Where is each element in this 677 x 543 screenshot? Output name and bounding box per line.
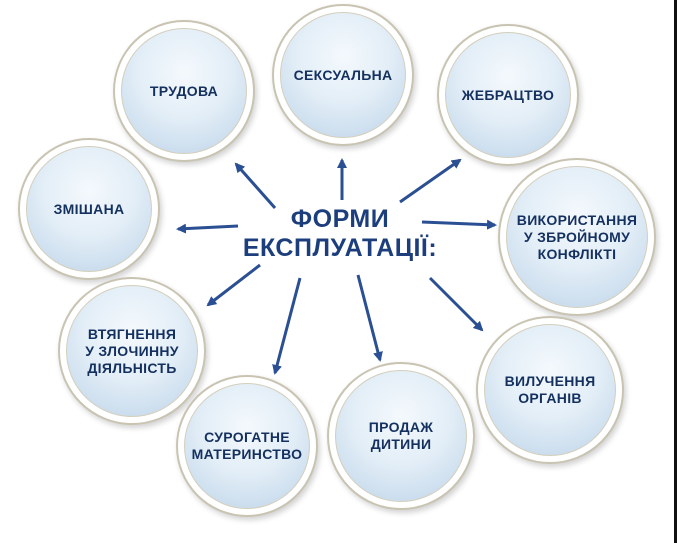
bubble-zmishana: ЗМІШАНА — [18, 138, 160, 280]
bubble-vykorystannia: ВИКОРИСТАННЯ У ЗБРОЙНОМУ КОНФЛІКТІ — [498, 158, 656, 316]
bubble-zhebratstvo: ЖЕБРАЦТВО — [437, 24, 579, 166]
bubble-zmishana-disc: ЗМІШАНА — [26, 146, 152, 272]
label-zhebratstvo: ЖЕБРАЦТВО — [461, 86, 555, 103]
bubble-vyluchennia: ВИЛУЧЕННЯ ОРГАНІВ — [476, 316, 624, 464]
bubble-prodazh-disc: ПРОДАЖ ДИТИНИ — [335, 370, 467, 502]
label-seksualna: СЕКСУАЛЬНА — [293, 66, 393, 83]
bubble-zhebratstvo-disc: ЖЕБРАЦТВО — [445, 32, 571, 158]
arrow-surohatne — [272, 277, 302, 375]
arrow-vtiahnennia — [206, 263, 261, 307]
bubble-vtiahnennia-disc: ВТЯГНЕННЯ У ЗЛОЧИННУ ДІЯЛЬНІСТЬ — [66, 285, 198, 417]
arrow-vykorystannia — [421, 219, 497, 230]
label-vtiahnennia: ВТЯГНЕННЯ У ЗЛОЧИННУ ДІЯЛЬНІСТЬ — [85, 325, 179, 376]
arrow-zhebratstvo — [399, 158, 462, 204]
center-title-line1: ФОРМИ — [290, 205, 390, 233]
arrow-zmishana — [176, 223, 239, 234]
center-title-line2: ЕКСПЛУАТАЦІЇ: — [242, 234, 438, 262]
arrow-prodazh — [356, 274, 383, 362]
bubble-seksualna-disc: СЕКСУАЛЬНА — [280, 12, 406, 138]
right-edge-border — [674, 0, 677, 543]
bubble-prodazh: ПРОДАЖ ДИТИНИ — [327, 362, 475, 510]
bubble-vykorystannia-disc: ВИКОРИСТАННЯ У ЗБРОЙНОМУ КОНФЛІКТІ — [506, 166, 648, 308]
bubble-vyluchennia-disc: ВИЛУЧЕННЯ ОРГАНІВ — [484, 324, 616, 456]
label-trudova: ТРУДОВА — [149, 82, 219, 99]
bubble-vtiahnennia: ВТЯГНЕННЯ У ЗЛОЧИННУ ДІЯЛЬНІСТЬ — [58, 277, 206, 425]
bubble-seksualna: СЕКСУАЛЬНА — [272, 4, 414, 146]
label-zmishana: ЗМІШАНА — [53, 200, 125, 217]
label-prodazh: ПРОДАЖ ДИТИНИ — [368, 419, 434, 452]
label-surohatne: СУРОГАТНЕ МАТЕРИНСТВО — [191, 429, 303, 462]
bubble-surohatne: СУРОГАТНЕ МАТЕРИНСТВО — [176, 375, 318, 517]
arrow-vyluchennia — [428, 276, 484, 332]
bubble-trudova: ТРУДОВА — [113, 20, 255, 162]
label-vyluchennia: ВИЛУЧЕННЯ ОРГАНІВ — [504, 373, 596, 406]
center-title: ФОРМИ ЕКСПЛУАТАЦІЇ: — [230, 205, 450, 263]
label-vykorystannia: ВИКОРИСТАННЯ У ЗБРОЙНОМУ КОНФЛІКТІ — [516, 211, 638, 262]
bubble-trudova-disc: ТРУДОВА — [121, 28, 247, 154]
arrow-trudova — [234, 162, 277, 209]
bubble-surohatne-disc: СУРОГАТНЕ МАТЕРИНСТВО — [184, 383, 310, 509]
